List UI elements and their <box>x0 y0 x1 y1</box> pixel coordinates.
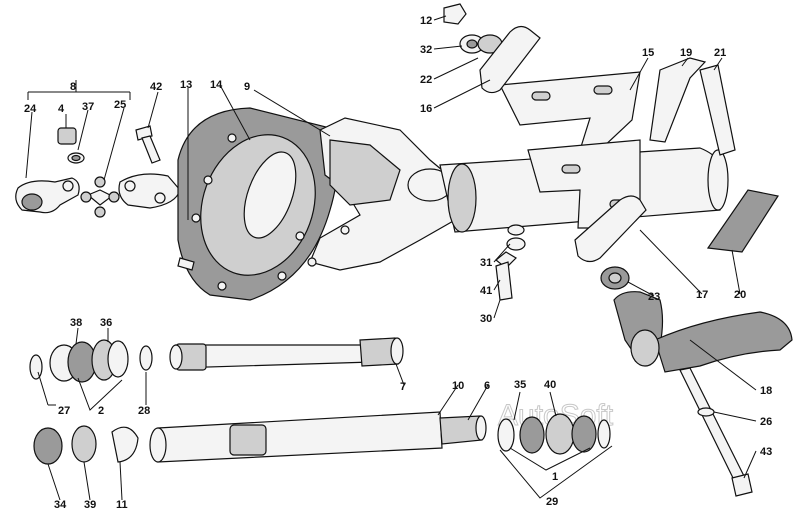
label-35: 35 <box>514 379 526 391</box>
label-39: 39 <box>84 499 96 511</box>
label-15: 15 <box>642 47 654 59</box>
label-10: 10 <box>452 380 464 392</box>
label-37: 37 <box>82 101 94 113</box>
label-38: 38 <box>70 317 82 329</box>
label-17: 17 <box>696 289 708 301</box>
label-9: 9 <box>244 81 250 93</box>
flange-housing <box>177 107 461 301</box>
universal-joint-group <box>15 125 181 218</box>
tilt-lever <box>613 291 793 373</box>
long-bolt <box>679 367 753 497</box>
part-labels: 8 24 4 37 25 42 13 14 9 12 32 22 16 15 1… <box>24 15 772 511</box>
leader-lines <box>25 15 757 501</box>
label-4: 4 <box>58 103 65 115</box>
label-27: 27 <box>58 405 70 417</box>
label-25: 25 <box>114 99 126 111</box>
upper-shaft <box>29 337 404 383</box>
label-42: 42 <box>150 81 162 93</box>
label-22: 22 <box>420 74 432 86</box>
label-34: 34 <box>54 499 67 511</box>
label-20: 20 <box>734 289 746 301</box>
label-41: 41 <box>480 285 492 297</box>
label-24: 24 <box>24 103 37 115</box>
label-32: 32 <box>420 44 432 56</box>
label-12: 12 <box>420 15 432 27</box>
label-14: 14 <box>210 79 223 91</box>
label-7: 7 <box>400 381 406 393</box>
label-28: 28 <box>138 405 150 417</box>
label-31: 31 <box>480 257 492 269</box>
label-8: 8 <box>70 81 76 93</box>
label-29: 29 <box>546 496 558 508</box>
column-tube <box>439 57 779 253</box>
label-19: 19 <box>680 47 692 59</box>
label-6: 6 <box>484 380 490 392</box>
label-2: 2 <box>98 405 104 417</box>
lower-shaft <box>33 411 611 465</box>
label-26: 26 <box>760 416 772 428</box>
label-21: 21 <box>714 47 726 59</box>
clamp-hardware <box>443 3 647 301</box>
label-18: 18 <box>760 385 772 397</box>
label-1: 1 <box>552 471 558 483</box>
label-16: 16 <box>420 103 432 115</box>
label-13: 13 <box>180 79 192 91</box>
label-30: 30 <box>480 313 492 325</box>
label-23: 23 <box>648 291 660 303</box>
label-36: 36 <box>100 317 112 329</box>
label-40: 40 <box>544 379 556 391</box>
label-11: 11 <box>116 499 128 511</box>
label-43: 43 <box>760 446 772 458</box>
